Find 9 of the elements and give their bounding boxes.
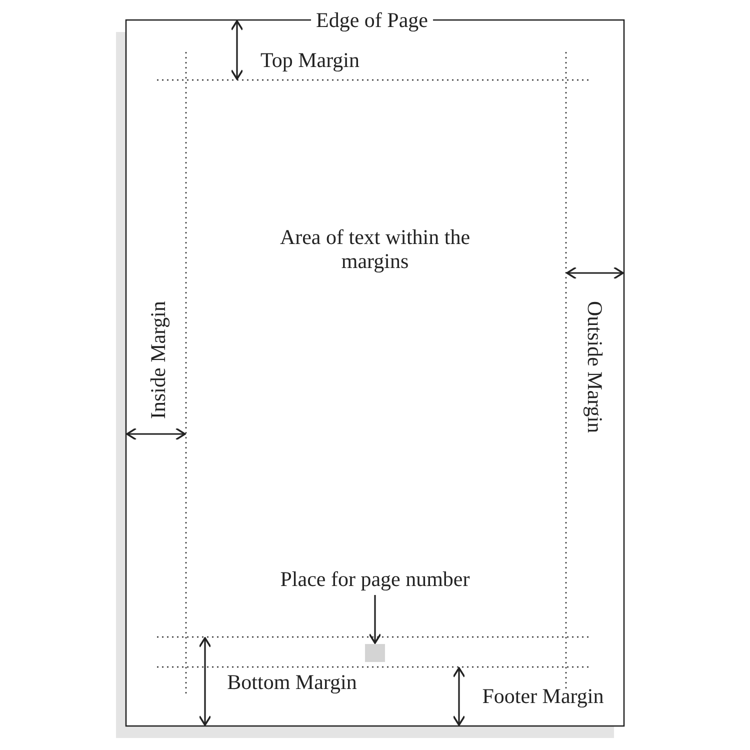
label-text: Outside Margin (582, 300, 608, 434)
label-text: Area of text within the margins (278, 224, 472, 274)
label-text: Footer Margin (482, 684, 604, 708)
label-text: Top Margin (260, 48, 360, 72)
leader-arrow (368, 595, 382, 644)
label-text: Inside Margin (146, 301, 170, 419)
callout-text: Place for page number (262, 567, 488, 593)
label-text: Bottom Margin (227, 670, 357, 694)
page-number-area (365, 644, 385, 662)
